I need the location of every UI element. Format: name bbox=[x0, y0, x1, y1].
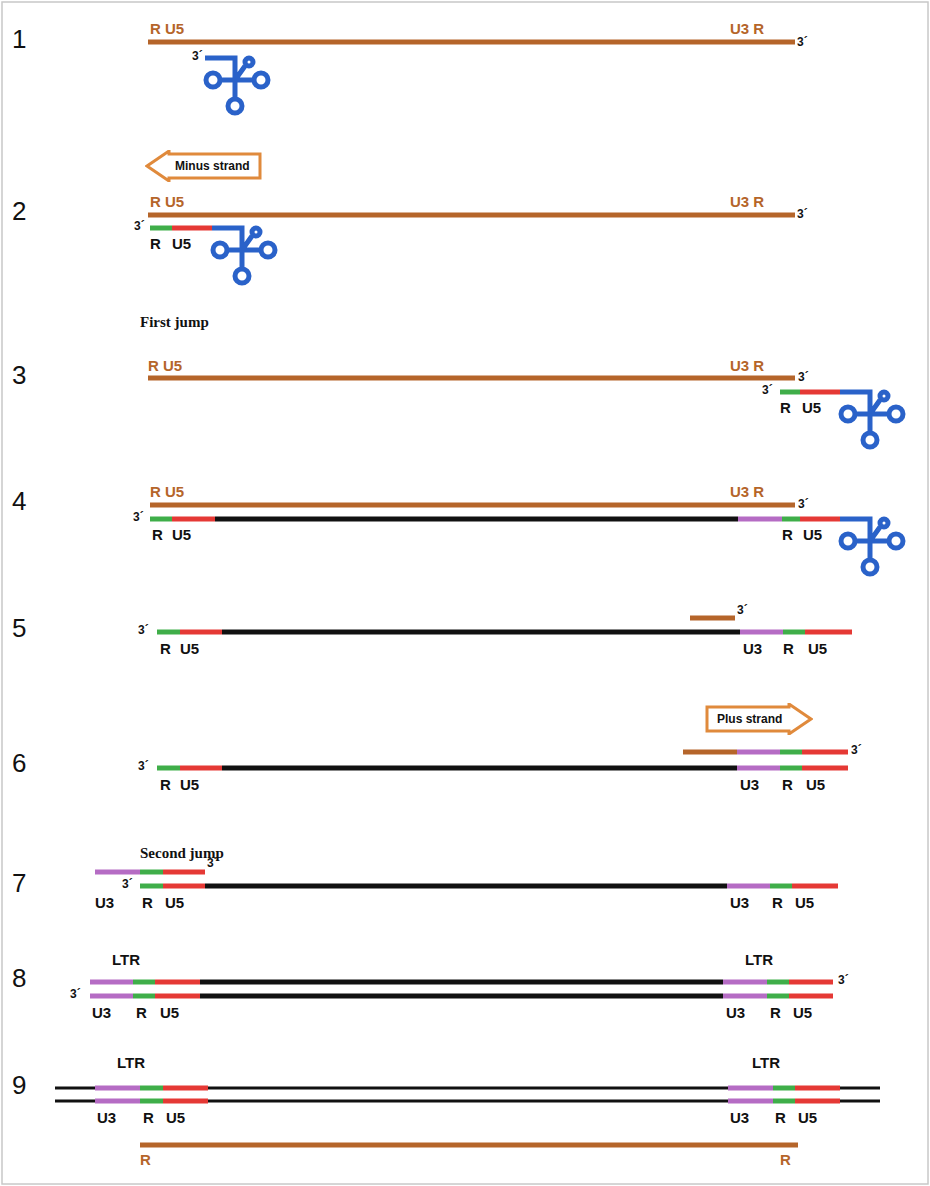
region-label: 3´ bbox=[192, 50, 203, 62]
region-label: R bbox=[140, 1152, 151, 1167]
region-label: U3 bbox=[740, 777, 759, 792]
region-label: U3 R bbox=[730, 21, 764, 36]
region-label: 3´ bbox=[798, 371, 809, 383]
region-label: U5 bbox=[165, 895, 184, 910]
region-label: R bbox=[136, 1005, 147, 1020]
region-label: U5 bbox=[798, 1110, 817, 1125]
step-number: 3 bbox=[12, 362, 26, 388]
step-number: 9 bbox=[12, 1072, 26, 1098]
region-label: 3´ bbox=[838, 974, 849, 986]
region-label: U3 bbox=[730, 1110, 749, 1125]
region-label: R bbox=[782, 527, 793, 542]
region-label: 3´ bbox=[797, 36, 808, 48]
region-label: U5 bbox=[795, 895, 814, 910]
region-label: U5 bbox=[172, 527, 191, 542]
region-label: R bbox=[780, 1152, 791, 1167]
region-label: U3 R bbox=[730, 194, 764, 209]
region-label: R bbox=[150, 236, 161, 251]
region-label: 3´ bbox=[138, 760, 149, 772]
region-label: R bbox=[775, 1110, 786, 1125]
region-label: U5 bbox=[803, 527, 822, 542]
region-label: R U5 bbox=[150, 194, 184, 209]
region-label: R U5 bbox=[150, 484, 184, 499]
step-heading: First jump bbox=[140, 315, 209, 330]
step-number: 8 bbox=[12, 965, 26, 991]
region-label: R bbox=[782, 777, 793, 792]
step-number: 7 bbox=[12, 870, 26, 896]
region-label: U5 bbox=[172, 236, 191, 251]
region-label: 3´ bbox=[798, 498, 809, 510]
region-label: U3 bbox=[730, 895, 749, 910]
region-label: U5 bbox=[806, 777, 825, 792]
region-label: R bbox=[142, 895, 153, 910]
region-label: U3 R bbox=[730, 358, 764, 373]
region-label: U5 bbox=[180, 777, 199, 792]
region-label: U3 bbox=[95, 895, 114, 910]
region-label: 3´ bbox=[737, 604, 748, 616]
region-label: 3´ bbox=[138, 624, 149, 636]
region-label: U3 bbox=[92, 1005, 111, 1020]
region-label: 3´ bbox=[762, 384, 773, 396]
region-label: 3´ bbox=[851, 744, 862, 756]
step-number: 5 bbox=[12, 615, 26, 641]
region-label: 3´ bbox=[134, 220, 145, 232]
step-number: 4 bbox=[12, 488, 26, 514]
region-label: R bbox=[152, 527, 163, 542]
region-label: LTR bbox=[745, 952, 773, 967]
region-label: LTR bbox=[752, 1055, 780, 1070]
region-label: R bbox=[160, 777, 171, 792]
region-label: LTR bbox=[112, 952, 140, 967]
region-label: R bbox=[143, 1110, 154, 1125]
arrow-label: Plus strand bbox=[705, 703, 812, 735]
region-label: 3´ bbox=[122, 878, 133, 890]
step-number: 6 bbox=[12, 750, 26, 776]
region-label: R bbox=[783, 641, 794, 656]
region-label: U5 bbox=[808, 641, 827, 656]
region-label: R bbox=[780, 400, 791, 415]
region-label: 3´ bbox=[207, 857, 218, 869]
step-number: 2 bbox=[12, 198, 26, 224]
region-label: 3´ bbox=[797, 208, 808, 220]
region-label: U5 bbox=[793, 1005, 812, 1020]
region-label: R U5 bbox=[148, 358, 182, 373]
direction-arrow: Plus strand bbox=[705, 703, 813, 735]
region-label: U3 R bbox=[730, 484, 764, 499]
region-label: U3 bbox=[726, 1005, 745, 1020]
region-label: R bbox=[160, 641, 171, 656]
region-label: R bbox=[770, 1005, 781, 1020]
arrow-label: Minus strand bbox=[145, 150, 262, 182]
region-label: U5 bbox=[802, 400, 821, 415]
region-label: 3´ bbox=[133, 511, 144, 523]
region-label: U5 bbox=[166, 1110, 185, 1125]
region-label: R U5 bbox=[150, 21, 184, 36]
region-label: U5 bbox=[180, 641, 199, 656]
region-label: U3 bbox=[743, 641, 762, 656]
region-label: 3´ bbox=[70, 988, 81, 1000]
region-label: U3 bbox=[97, 1110, 116, 1125]
direction-arrow: Minus strand bbox=[145, 150, 262, 182]
region-label: U5 bbox=[160, 1005, 179, 1020]
step-number: 1 bbox=[12, 26, 26, 52]
region-label: R bbox=[772, 895, 783, 910]
region-label: LTR bbox=[117, 1055, 145, 1070]
